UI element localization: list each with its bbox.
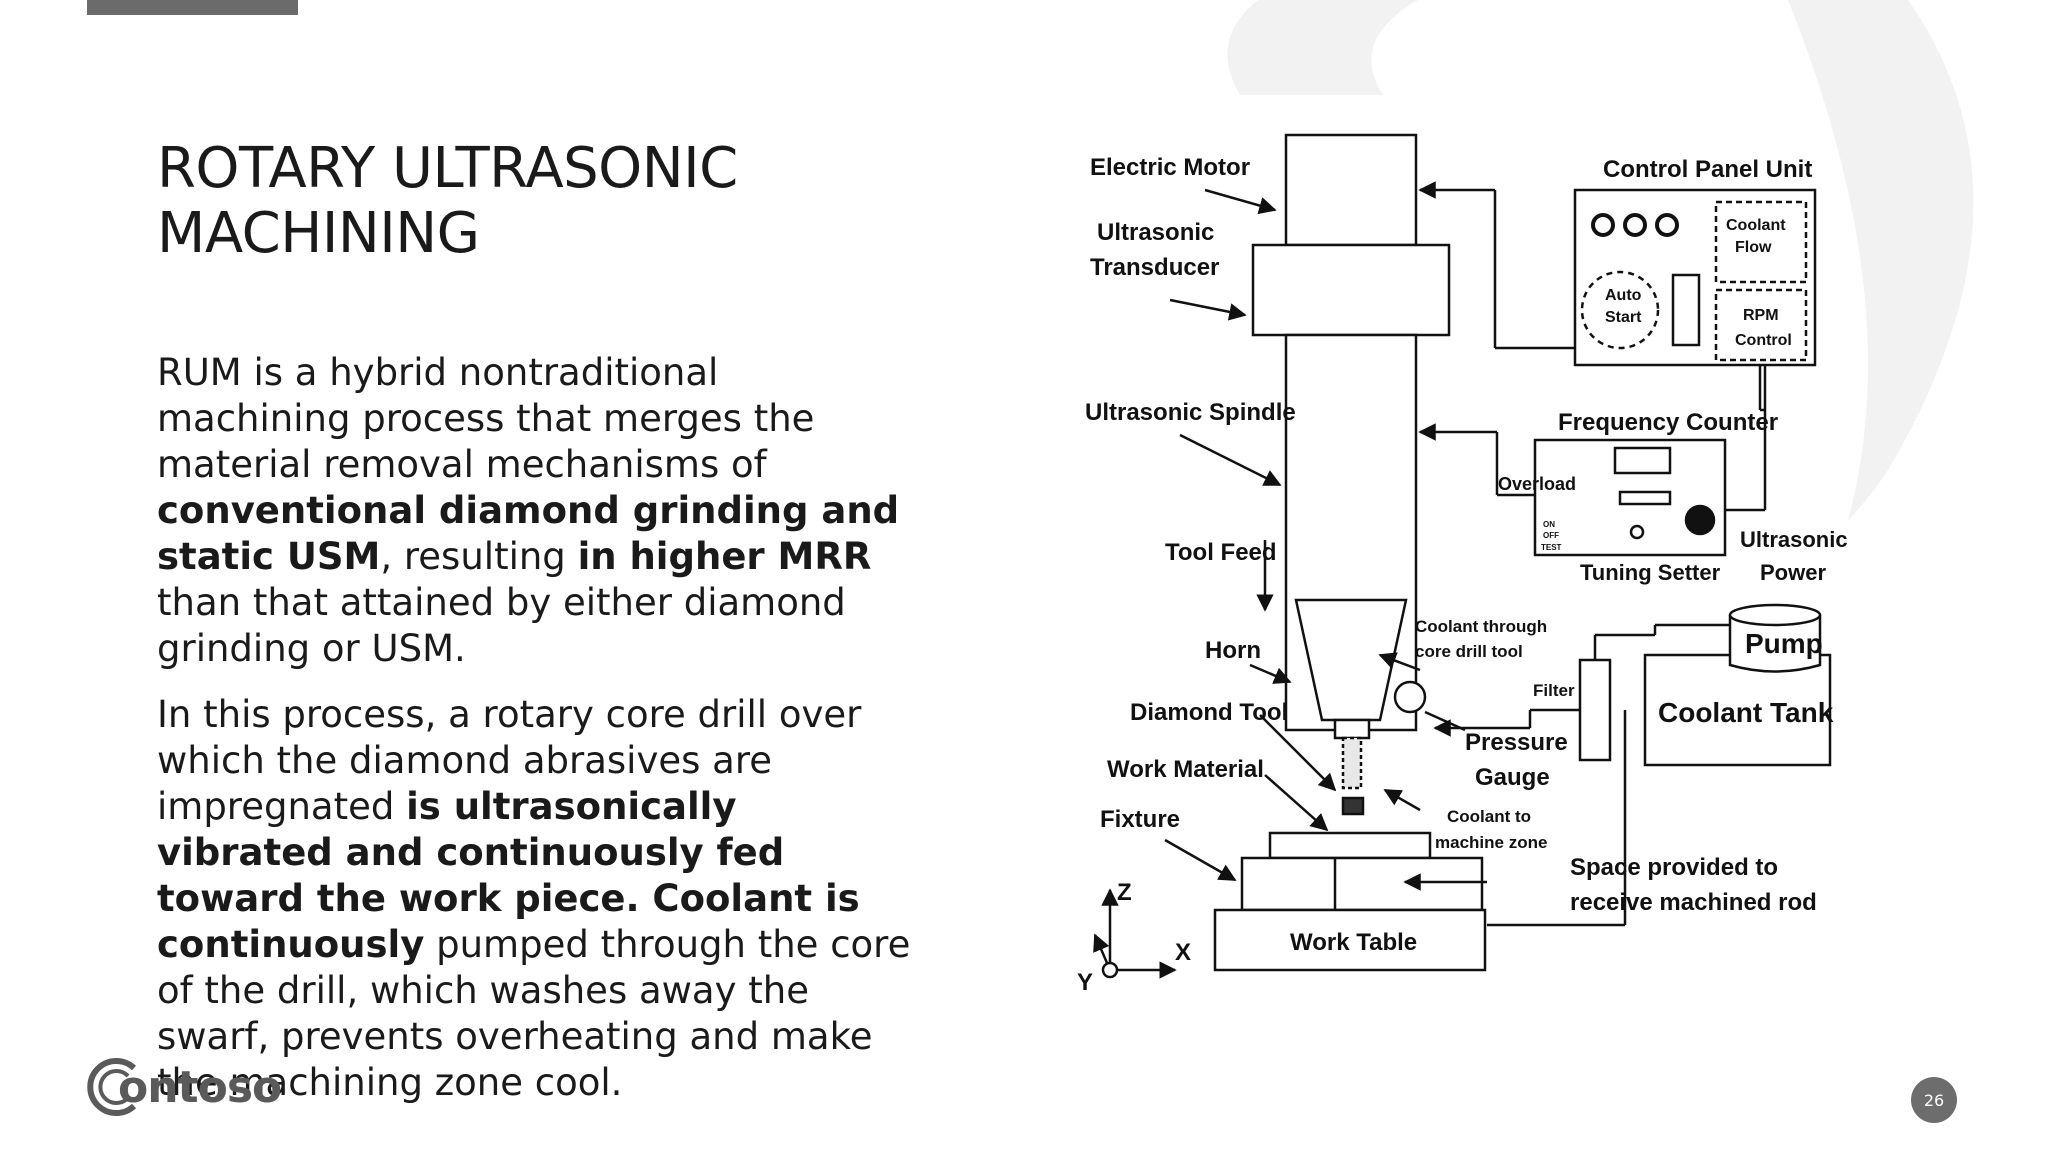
slide-title: ROTARY ULTRASONIC MACHINING: [157, 136, 738, 266]
p1-text-2: , resulting: [380, 535, 578, 578]
label-filter: Filter: [1533, 681, 1575, 700]
label-test: TEST: [1541, 543, 1562, 552]
rum-setup-diagram: Electric Motor Ultrasonic Transducer Ult…: [1077, 133, 1848, 996]
label-control: Control: [1735, 332, 1792, 349]
label-space-provided: Space provided to: [1570, 854, 1778, 881]
label-coolant-tank: Coolant Tank: [1658, 697, 1834, 728]
background-arc-decoration: [1227, 0, 1974, 520]
label-ultrasonic-spindle: Ultrasonic Spindle: [1085, 399, 1296, 426]
contoso-logo-icon: [87, 1058, 137, 1116]
label-receive-rod: receive machined rod: [1570, 889, 1817, 916]
label-x-axis: X: [1175, 939, 1191, 966]
label-core-drill-tool: core drill tool: [1415, 642, 1523, 661]
label-overload: Overload: [1498, 474, 1576, 494]
label-pressure: Pressure: [1465, 729, 1568, 756]
label-diamond-tool: Diamond Tool: [1130, 699, 1288, 726]
label-pump: Pump: [1745, 628, 1823, 659]
label-machine-zone: machine zone: [1435, 833, 1547, 852]
label-control-panel-unit: Control Panel Unit: [1603, 156, 1812, 183]
p2-bold-1: is ultrasonically vibrated and continuou…: [157, 785, 860, 966]
label-frequency-counter: Frequency Counter: [1558, 409, 1778, 436]
label-ultrasonic: Ultrasonic: [1097, 219, 1214, 246]
label-ultrasonic-power-2: Power: [1760, 560, 1826, 585]
contoso-logo-text: ontoso: [118, 1062, 282, 1113]
label-fixture: Fixture: [1100, 806, 1180, 833]
p1-bold-2: in higher MRR: [577, 535, 872, 578]
label-electric-motor: Electric Motor: [1090, 154, 1250, 181]
top-accent-bar: [87, 0, 298, 15]
p1-text-3: than that attained by either diamond gri…: [157, 581, 846, 670]
label-coolant-through: Coolant through: [1415, 617, 1547, 636]
label-tuning-setter: Tuning Setter: [1580, 560, 1721, 585]
paragraph-2: In this process, a rotary core drill ove…: [157, 692, 917, 1106]
label-flow: Flow: [1735, 239, 1772, 256]
label-work-table: Work Table: [1290, 929, 1417, 956]
label-auto: Auto: [1605, 287, 1642, 304]
label-rpm: RPM: [1743, 307, 1779, 324]
label-z-axis: Z: [1117, 879, 1132, 906]
label-off: OFF: [1543, 531, 1559, 540]
label-horn: Horn: [1205, 637, 1261, 664]
label-ultrasonic-power-1: Ultrasonic: [1740, 527, 1848, 552]
body-text: RUM is a hybrid nontraditional machining…: [157, 350, 917, 1126]
paragraph-1: RUM is a hybrid nontraditional machining…: [157, 350, 917, 672]
label-work-material: Work Material: [1107, 756, 1264, 783]
label-coolant: Coolant: [1726, 217, 1786, 234]
label-tool-feed: Tool Feed: [1165, 539, 1277, 566]
p2-text-2: pumped through the core of the drill, wh…: [157, 923, 911, 1104]
label-gauge: Gauge: [1475, 764, 1550, 791]
p1-bold-1: conventional diamond grinding and static…: [157, 489, 900, 578]
p1-text-1: RUM is a hybrid nontraditional machining…: [157, 351, 815, 486]
label-coolant-to: Coolant to: [1447, 807, 1531, 826]
label-y-axis: Y: [1077, 969, 1093, 996]
label-on: ON: [1543, 520, 1555, 529]
label-start: Start: [1605, 309, 1642, 326]
p2-text-1: In this process, a rotary core drill ove…: [157, 693, 862, 828]
page-number-badge: 26: [1911, 1077, 1957, 1123]
label-transducer: Transducer: [1090, 254, 1219, 281]
